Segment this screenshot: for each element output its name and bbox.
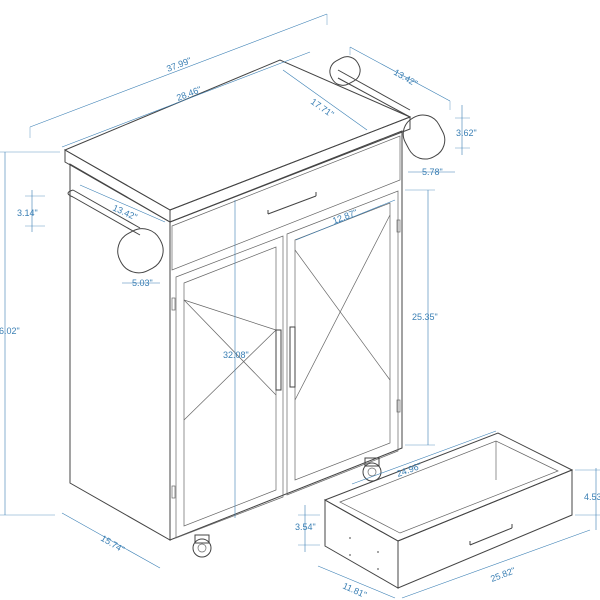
drawer-front-handle	[469, 524, 513, 546]
countertop-front-edge	[169, 116, 411, 223]
right-door-glass	[294, 202, 391, 481]
front-frame	[169, 130, 403, 541]
dim-towel-bar-length-right: 13.42"	[392, 67, 419, 89]
drawer-side-dots	[349, 537, 379, 570]
dimension-labels: 37.99" 28.46" 17.71" 13.42" 3.62" 5.78" …	[0, 55, 600, 600]
caster-wheel-front	[192, 534, 212, 558]
left-door	[175, 235, 284, 539]
dim-towel-bar-offset-left: 5.03"	[132, 278, 153, 288]
hinge-top-left	[171, 297, 176, 311]
drawer-top-rim	[323, 432, 574, 542]
detached-drawer	[323, 432, 574, 589]
left-door-x-brace-b	[183, 329, 277, 421]
dim-cabinet-opening-height: 32.08"	[223, 350, 249, 360]
dim-drawer-depth: 11.81"	[341, 581, 368, 600]
caster-wheel-right	[362, 457, 382, 482]
dim-door-width: 12.87"	[331, 207, 359, 226]
door-handles	[275, 326, 296, 391]
right-door	[286, 190, 399, 496]
drawer-handle	[267, 192, 317, 215]
left-side-panel	[69, 163, 171, 541]
dim-drawer-length: 25.82"	[489, 565, 517, 584]
dim-towel-bar-height-right: 3.62"	[456, 128, 477, 138]
top-drawer-front	[171, 135, 401, 271]
dim-cart-depth: 15.74"	[99, 533, 126, 555]
dim-drawer-height: 4.53"	[584, 492, 600, 502]
drawer-front	[397, 469, 573, 589]
interior-shelf	[183, 299, 277, 331]
countertop-top-face	[63, 59, 412, 211]
cart-body	[63, 59, 412, 558]
dimension-lines	[0, 13, 600, 599]
hinge-bottom-left	[171, 485, 176, 499]
dim-towel-bar-offset-right: 5.78"	[422, 167, 443, 177]
right-door-x-brace-b	[294, 214, 391, 401]
dim-overall-width: 37.99"	[165, 55, 193, 74]
right-door-x-brace-a	[294, 249, 391, 381]
drawer-inner-rim	[339, 440, 559, 534]
hinge-bottom-right	[396, 399, 401, 413]
left-door-x-brace-a	[183, 299, 277, 396]
dim-top-depth: 17.71"	[309, 96, 336, 119]
dim-top-width: 28.46"	[175, 84, 203, 103]
towel-bar-left	[67, 189, 164, 274]
dim-door-height: 25.35"	[412, 312, 438, 322]
hinge-top-right	[396, 219, 401, 233]
dim-drawer-bottom: 3.54"	[295, 522, 316, 532]
dim-towel-bar-height-left: 3.14"	[17, 208, 38, 218]
dim-overall-height: 36.02"	[0, 326, 20, 336]
towel-bar-right	[329, 56, 446, 160]
left-door-glass	[183, 246, 277, 527]
dim-drawer-inner-width: 24.96"	[395, 461, 423, 479]
